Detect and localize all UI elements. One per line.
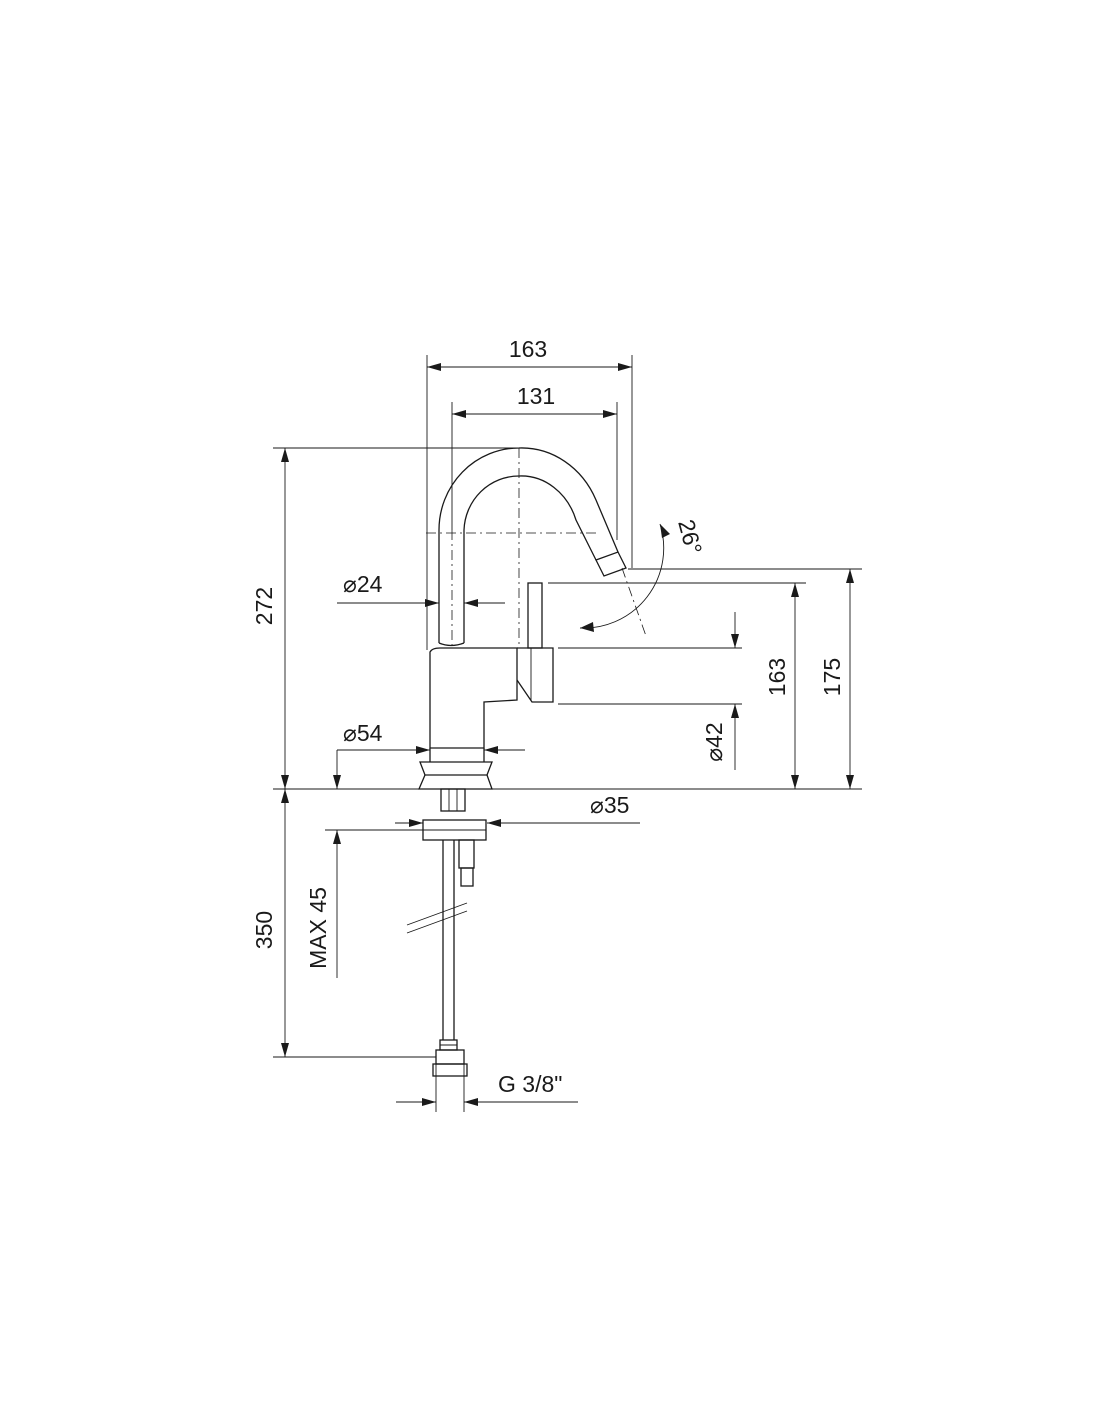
label-angle-spout: 26°	[673, 517, 707, 557]
label-width-spout: 131	[517, 383, 555, 409]
label-deck-thickness: MAX 45	[305, 887, 331, 969]
label-height-handle: 163	[764, 658, 790, 696]
label-diameter-hole: ⌀35	[590, 792, 629, 818]
dimension-lines	[281, 363, 854, 1106]
faucet-outline	[406, 447, 627, 1077]
label-diameter-handle: ⌀42	[701, 722, 727, 761]
dimension-labels: 163 131 272 ⌀24 26° 163 175 ⌀42 ⌀54 ⌀35 …	[251, 336, 845, 1097]
label-connection-thread: G 3/8"	[498, 1071, 562, 1097]
label-hose-length: 350	[251, 911, 277, 949]
center-lines	[426, 448, 647, 650]
label-diameter-spout: ⌀24	[343, 571, 383, 597]
label-height-outlet: 175	[819, 658, 845, 696]
label-diameter-base: ⌀54	[343, 720, 383, 746]
label-height-total: 272	[251, 587, 277, 625]
label-width-overall: 163	[509, 336, 547, 362]
